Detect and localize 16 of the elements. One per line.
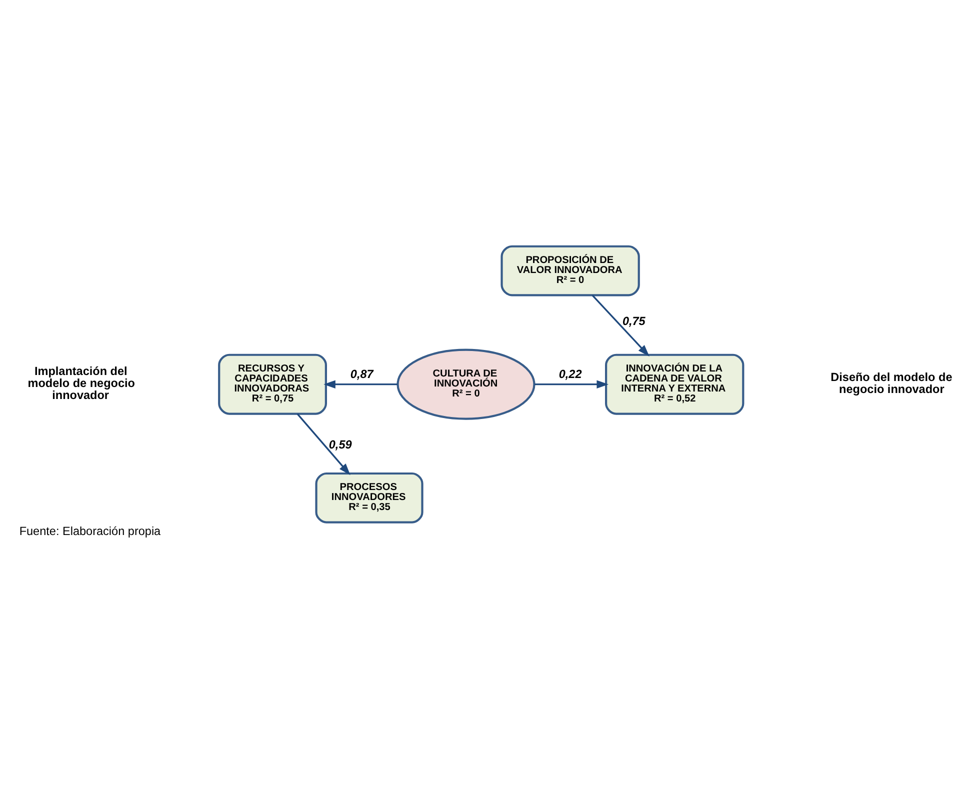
node-box: PROCESOS INNOVADORES R² = 0,35 xyxy=(315,472,424,523)
node-box: RECURSOS Y CAPACIDADES INNOVADORAS R² = 0,75 xyxy=(218,353,327,414)
node-box: INNOVACIÓN DE LA CADENA DE VALOR INTERNA Y EXTERNA R² = 0,52 xyxy=(605,353,744,414)
node-box: PROPOSICIÓN DE VALOR INNOVADORA R² = 0 xyxy=(500,244,640,296)
arrow xyxy=(592,294,650,356)
arrow xyxy=(324,380,398,388)
edge-label: 0,75 xyxy=(622,314,646,328)
label: Diseño del modelo de negocio innovador xyxy=(830,370,952,396)
edge-label: 0,59 xyxy=(328,438,352,451)
caption: Fuente: Elaboración propia xyxy=(19,524,161,538)
label: Implantación del modelo de negocio innovador xyxy=(28,364,135,402)
edge-label: 0,87 xyxy=(350,367,374,380)
edge-label: 0,22 xyxy=(558,367,582,380)
node-ellipse: CULTURA DE INNOVACIÓN R² = 0 xyxy=(396,348,536,420)
arrow xyxy=(534,380,609,388)
arrow xyxy=(296,412,350,475)
